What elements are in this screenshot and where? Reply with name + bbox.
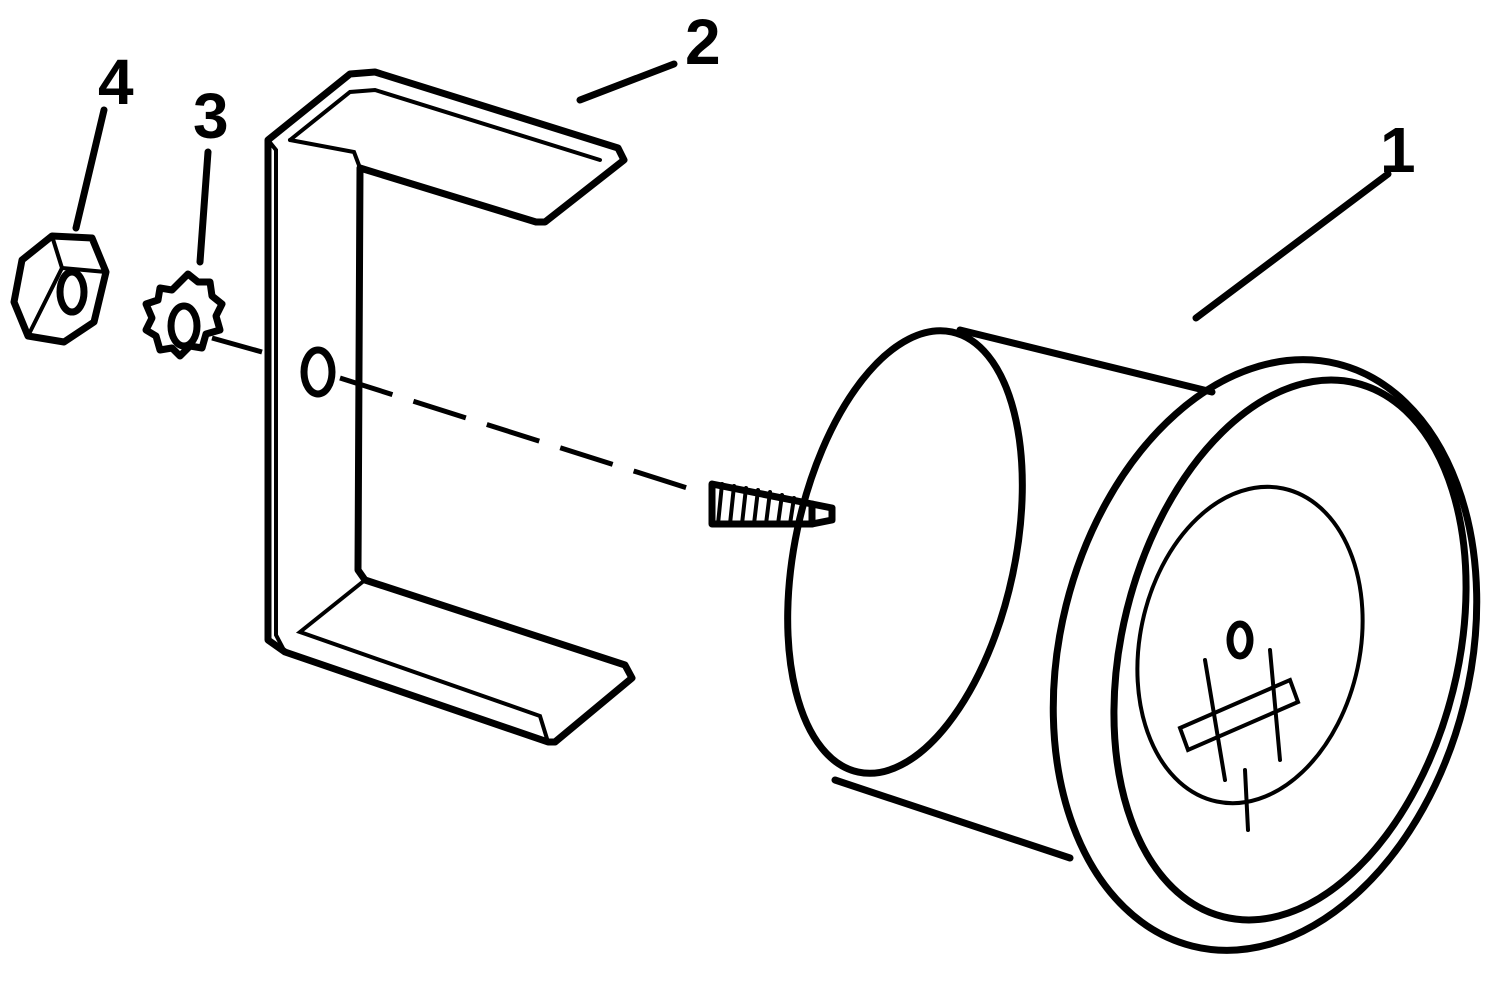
callout-label-2: 2	[685, 6, 721, 78]
leader-lines	[72, 60, 1392, 322]
callout-label-3: 3	[193, 80, 229, 152]
nut-part	[10, 232, 110, 346]
callout-label-1: 1	[1380, 114, 1416, 186]
lock-washer-part	[142, 270, 226, 360]
leader-line-4	[72, 106, 108, 232]
leader-line-2	[576, 60, 678, 104]
assembly-axis	[211, 335, 701, 495]
leader-line-1	[1192, 170, 1392, 322]
bracket-part	[264, 68, 636, 746]
gauge-part	[708, 326, 1481, 954]
leader-line-3	[196, 148, 212, 266]
callout-label-4: 4	[98, 46, 134, 118]
